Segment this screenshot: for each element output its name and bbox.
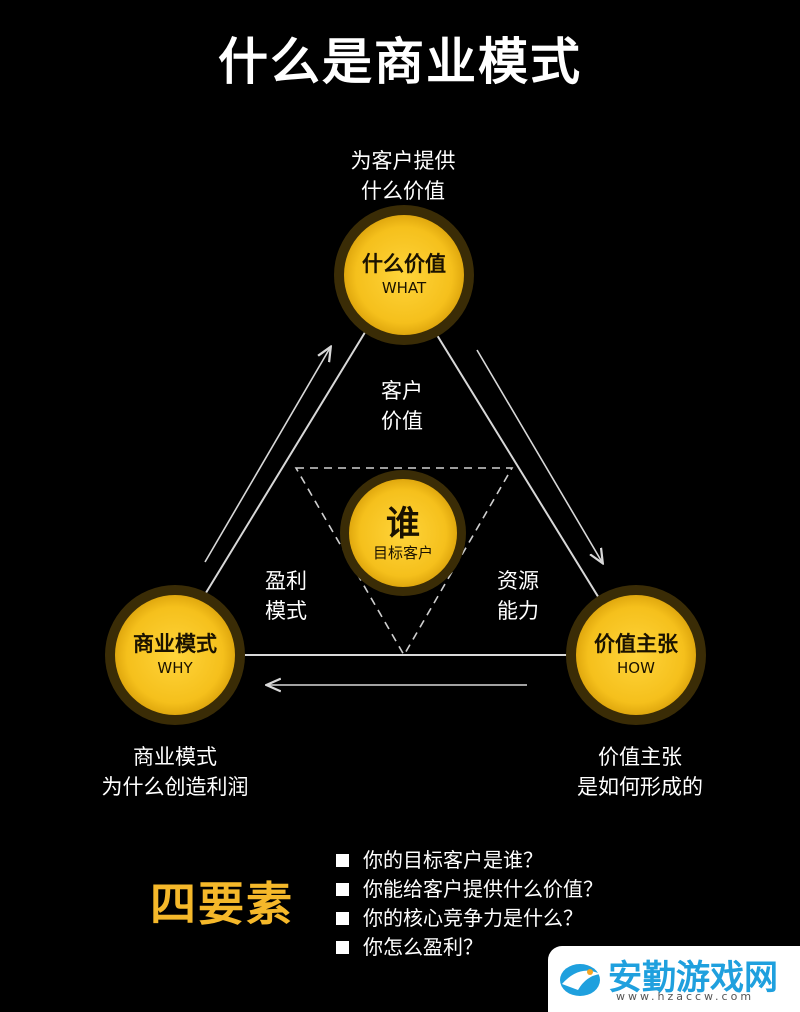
node-center-cn: 谁 xyxy=(386,504,420,544)
node-top-circle xyxy=(344,215,464,335)
node-top-text: 什么价值 WHAT xyxy=(344,251,464,299)
edge-label-left-line1: 盈利 xyxy=(265,569,307,593)
node-center-circle xyxy=(349,479,457,587)
node-left-en: WHY xyxy=(157,659,193,677)
list-item: 你的核心竞争力是什么？ xyxy=(336,904,603,933)
question-text: 你怎么盈利？ xyxy=(363,935,483,959)
page-title: 什么是商业模式 xyxy=(218,33,582,91)
watermark-url: www.hzaccw.com xyxy=(616,990,755,1003)
node-right-text: 价值主张 HOW xyxy=(576,631,696,679)
node-top-cn: 什么价值 xyxy=(362,252,446,276)
edge-top-right xyxy=(399,274,635,656)
edge-label-customer-value: 客户 价值 xyxy=(352,376,452,436)
square-bullet-icon xyxy=(336,941,349,954)
square-bullet-icon xyxy=(336,854,349,867)
caption-top-line2: 什么价值 xyxy=(361,179,445,203)
node-center-sub: 目标客户 xyxy=(372,544,433,562)
node-top-en: WHAT xyxy=(381,279,427,297)
edge-label-left-line2: 模式 xyxy=(265,599,307,623)
square-bullet-icon xyxy=(336,883,349,896)
node-left-circle xyxy=(115,595,235,715)
arrow-left-up xyxy=(204,348,330,563)
edge-label-right-line1: 资源 xyxy=(497,569,539,593)
edge-label-profit-model: 盈利 模式 xyxy=(236,566,336,626)
watermark: 安勤游戏网 www.hzaccw.com xyxy=(548,946,800,1012)
node-left-text: 商业模式 WHY xyxy=(115,631,235,679)
square-bullet-icon xyxy=(336,912,349,925)
question-text: 你的目标客户是谁？ xyxy=(363,848,543,872)
caption-right-line2: 是如何形成的 xyxy=(577,775,703,799)
node-right-en: HOW xyxy=(617,659,655,677)
caption-left: 商业模式 为什么创造利润 xyxy=(60,742,290,802)
node-center-text: 谁 目标客户 xyxy=(343,505,463,563)
node-right-circle xyxy=(576,595,696,715)
caption-left-line2: 为什么创造利润 xyxy=(101,775,249,799)
question-text: 你能给客户提供什么价值？ xyxy=(363,877,603,901)
caption-top-line1: 为客户提供 xyxy=(350,149,456,173)
bird-logo-icon xyxy=(560,964,600,996)
list-item: 你的目标客户是谁？ xyxy=(336,846,603,875)
arrow-right-down xyxy=(476,349,602,562)
node-left-cn: 商业模式 xyxy=(133,632,217,656)
caption-left-line1: 商业模式 xyxy=(133,745,217,769)
caption-right: 价值主张 是如何形成的 xyxy=(540,742,740,802)
question-list: 你的目标客户是谁？ 你能给客户提供什么价值？ 你的核心竞争力是什么？ 你怎么盈利… xyxy=(336,846,603,962)
edge-label-resources: 资源 能力 xyxy=(468,566,568,626)
caption-top: 为客户提供 什么价值 xyxy=(300,146,506,206)
edge-label-top-line2: 价值 xyxy=(381,409,423,433)
edge-label-top-line1: 客户 xyxy=(381,379,423,403)
caption-right-line1: 价值主张 xyxy=(598,745,682,769)
question-text: 你的核心竞争力是什么？ xyxy=(363,906,583,930)
edge-top-left xyxy=(167,274,401,656)
list-item: 你怎么盈利？ xyxy=(336,933,603,962)
edge-label-right-line2: 能力 xyxy=(497,599,539,623)
four-elements-title: 四要素 xyxy=(150,877,294,931)
node-right-cn: 价值主张 xyxy=(594,632,678,656)
list-item: 你能给客户提供什么价值？ xyxy=(336,875,603,904)
watermark-name: 安勤游戏网 xyxy=(608,958,778,998)
